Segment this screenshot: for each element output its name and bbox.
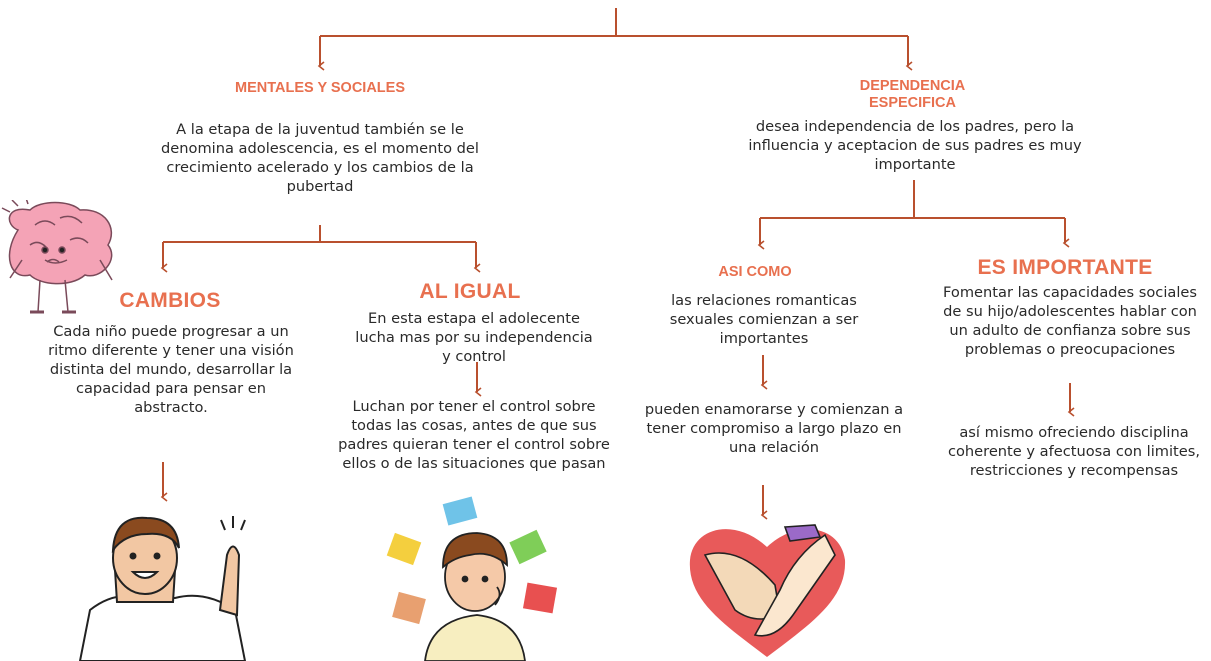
asicomo-text-2: pueden enamorarse y comienzan a tener co… [644, 401, 904, 456]
asicomo-title: ASI COMO [718, 264, 792, 280]
brain-character-icon [1, 200, 113, 314]
dependencia-text: desea independencia de los padres, pero … [748, 118, 1082, 173]
boy-puzzle-icon [386, 496, 558, 661]
heart-hands-icon [689, 524, 846, 657]
aligual-text: En esta estapa el adolecente lucha mas p… [355, 310, 593, 365]
dependencia-title: DEPENDENCIA ESPECIFICA [859, 78, 966, 111]
mentales-text: A la etapa de la juventud también se le … [161, 121, 479, 195]
cambios-title: CAMBIOS [119, 289, 221, 312]
mentales-title: MENTALES Y SOCIALES [235, 80, 405, 96]
esimportante-text-2: así mismo ofreciendo disciplina coherent… [947, 424, 1201, 479]
esimportante-title: ES IMPORTANTE [977, 256, 1153, 279]
boy-pointing-icon [78, 516, 247, 661]
esimportante-text: Fomentar las capacidades sociales de su … [943, 284, 1197, 358]
aligual-text-2: Luchan por tener el control sobre todas … [338, 398, 610, 472]
cambios-text: Cada niño puede progresar a un ritmo dif… [48, 323, 294, 416]
asicomo-text: las relaciones romanticas sexuales comie… [669, 292, 859, 347]
aligual-title: AL IGUAL [419, 280, 521, 303]
